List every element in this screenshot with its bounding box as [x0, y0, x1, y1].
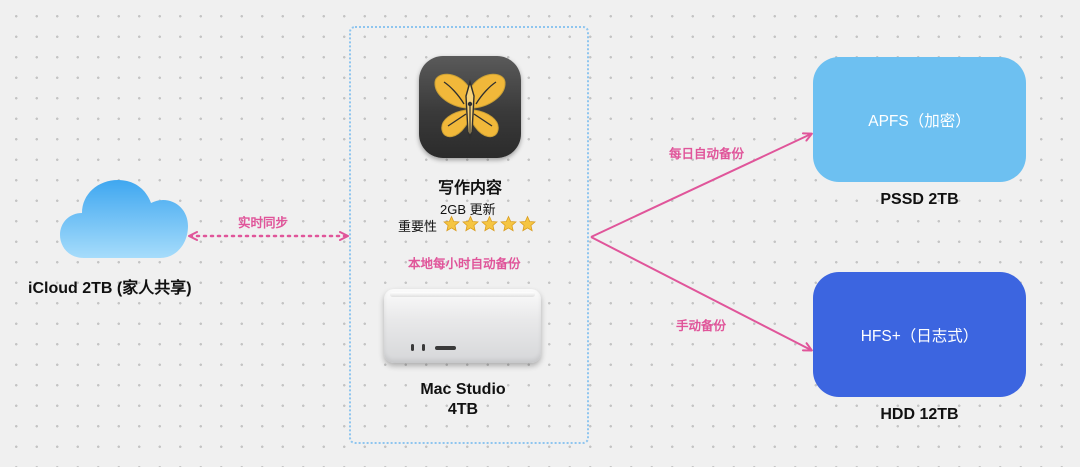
pssd-format-text: APFS（加密）: [868, 112, 971, 130]
local-device-group: [349, 26, 589, 444]
pssd-format-box: APFS（加密）: [813, 57, 1026, 182]
manual-backup-connector: [590, 236, 813, 352]
app-title: 写作内容: [437, 180, 502, 197]
sync-label: 实时同步: [238, 216, 289, 230]
star-icon: [519, 215, 536, 232]
mac-studio-capacity: 4TB: [447, 401, 479, 418]
daily-backup-label: 每日自动备份: [669, 147, 745, 161]
hdd-format-box: HFS+（日志式）: [813, 272, 1026, 397]
manual-backup-label: 手动备份: [676, 319, 727, 333]
importance-label: 重要性: [398, 219, 438, 234]
cloud-icon: [60, 180, 188, 258]
local-backup-label: 本地每小时自动备份: [408, 257, 521, 271]
pssd-label: PSSD 2TB: [880, 191, 959, 208]
app-size-text: 2GB 更新: [440, 202, 496, 217]
star-icon: [443, 215, 460, 232]
star-icon: [481, 215, 498, 232]
mac-studio-name: Mac Studio: [420, 381, 506, 398]
mac-studio-icon: [384, 289, 541, 363]
ulysses-butterfly-icon: [419, 56, 521, 158]
hdd-format-text: HFS+（日志式）: [860, 327, 979, 345]
star-icon: [462, 215, 479, 232]
daily-backup-connector: [590, 132, 813, 238]
importance-stars: [442, 215, 537, 233]
hdd-label: HDD 12TB: [880, 406, 959, 423]
star-icon: [500, 215, 517, 232]
icloud-label: iCloud 2TB (家人共享): [28, 280, 192, 297]
